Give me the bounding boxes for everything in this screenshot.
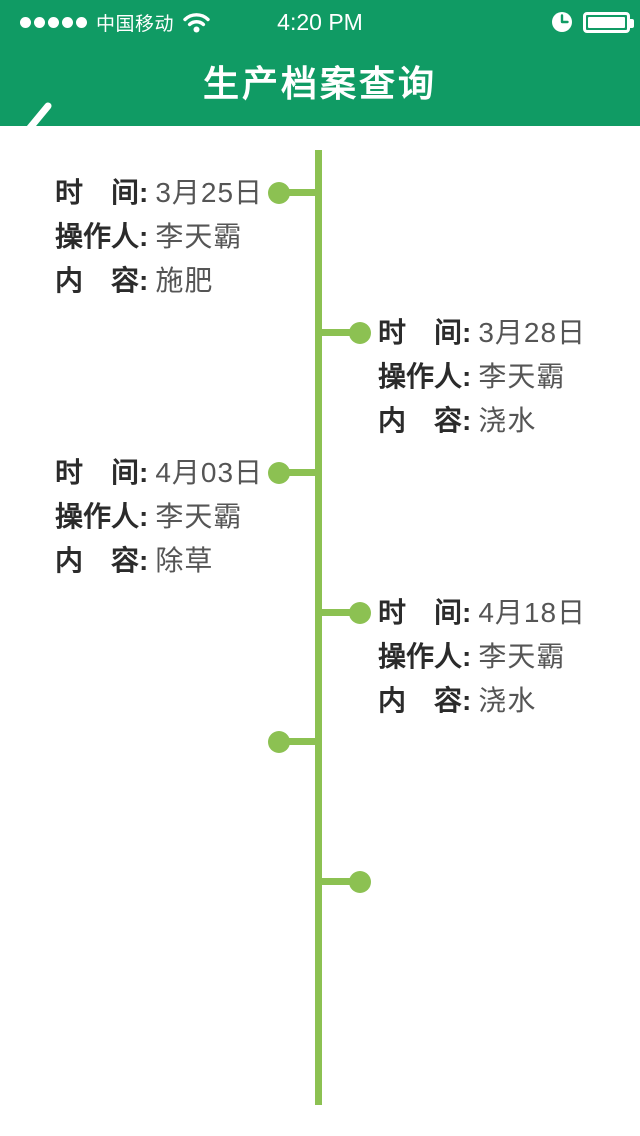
field-value: 李天霸 bbox=[155, 501, 243, 532]
field-value: 李天霸 bbox=[478, 361, 566, 392]
field-label: 时 间: bbox=[55, 177, 149, 208]
signal-dot-icon bbox=[48, 16, 59, 28]
field-value: 李天霸 bbox=[155, 221, 243, 252]
field-value: 3月28日 bbox=[478, 317, 587, 348]
field-value: 4月03日 bbox=[155, 457, 264, 488]
nav-header: 生产档案查询 bbox=[0, 44, 640, 156]
field-label: 操作人: bbox=[378, 641, 472, 672]
status-time: 4:20 PM bbox=[277, 9, 363, 35]
carrier-label: 中国移动 bbox=[96, 13, 175, 35]
timeline-entry: 时 间:4月03日 操作人:李天霸 内 容:除草 bbox=[55, 451, 263, 583]
status-bar: 中国移动 4:20 PM bbox=[0, 0, 640, 44]
status-bar-right bbox=[552, 0, 634, 44]
field-value: 3月25日 bbox=[155, 177, 264, 208]
status-bar-left: 中国移动 bbox=[20, 0, 210, 44]
timeline-connector bbox=[318, 329, 362, 336]
field-value: 浇水 bbox=[478, 685, 537, 716]
timeline-dot bbox=[349, 602, 371, 624]
timeline-row: 操作人:李天霸 bbox=[378, 635, 586, 679]
timeline-row: 时 间:4月18日 bbox=[378, 591, 586, 635]
timeline-row: 时 间:3月28日 bbox=[378, 311, 586, 355]
clock-icon bbox=[552, 12, 572, 32]
field-label: 时 间: bbox=[378, 317, 472, 348]
signal-dot-icon bbox=[76, 16, 87, 28]
timeline-connector bbox=[277, 189, 322, 196]
timeline-entry: 时 间:3月28日 操作人:李天霸 内 容:浇水 bbox=[378, 311, 586, 443]
timeline-connector bbox=[318, 878, 362, 885]
field-label: 内 容: bbox=[378, 685, 472, 716]
timeline-row: 操作人:李天霸 bbox=[378, 355, 586, 399]
timeline-entry: 时 间:3月25日 操作人:李天霸 内 容:施肥 bbox=[55, 171, 263, 303]
timeline-row: 时 间:4月03日 bbox=[55, 451, 263, 495]
field-value: 除草 bbox=[155, 545, 214, 576]
timeline-row: 操作人:李天霸 bbox=[55, 495, 263, 539]
timeline-row: 内 容:浇水 bbox=[378, 679, 586, 723]
timeline-row: 内 容:浇水 bbox=[378, 399, 586, 443]
field-label: 内 容: bbox=[378, 405, 472, 436]
timeline-dot bbox=[268, 731, 290, 753]
timeline: 时 间:3月25日 操作人:李天霸 内 容:施肥 时 间:3月28日 操作人:李… bbox=[0, 126, 640, 1136]
battery-icon bbox=[583, 11, 634, 33]
field-label: 时 间: bbox=[55, 457, 149, 488]
timeline-row: 时 间:3月25日 bbox=[55, 171, 263, 215]
field-label: 操作人: bbox=[378, 361, 472, 392]
page-title: 生产档案查询 bbox=[202, 63, 437, 104]
field-label: 操作人: bbox=[55, 501, 149, 532]
field-label: 操作人: bbox=[55, 221, 149, 252]
field-label: 内 容: bbox=[55, 265, 149, 296]
field-value: 李天霸 bbox=[478, 641, 566, 672]
timeline-row: 内 容:除草 bbox=[55, 539, 263, 583]
timeline-dot bbox=[349, 871, 371, 893]
timeline-row: 操作人:李天霸 bbox=[55, 215, 263, 259]
battery-nub bbox=[630, 18, 634, 28]
timeline-line bbox=[315, 150, 322, 1105]
timeline-connector bbox=[277, 738, 322, 745]
field-value: 4月18日 bbox=[478, 597, 587, 628]
timeline-dot bbox=[268, 182, 290, 204]
signal-dot-icon bbox=[62, 16, 73, 28]
timeline-dot bbox=[349, 322, 371, 344]
signal-dot-icon bbox=[34, 16, 45, 28]
field-label: 时 间: bbox=[378, 597, 472, 628]
signal-dot-icon bbox=[20, 16, 31, 28]
signal-strength-icon bbox=[20, 16, 87, 28]
timeline-connector bbox=[318, 609, 362, 616]
battery-fill bbox=[588, 16, 625, 28]
timeline-connector bbox=[277, 469, 322, 476]
field-value: 浇水 bbox=[478, 405, 537, 436]
timeline-row: 内 容:施肥 bbox=[55, 259, 263, 303]
field-label: 内 容: bbox=[55, 545, 149, 576]
field-value: 施肥 bbox=[155, 265, 214, 296]
wifi-icon bbox=[183, 12, 210, 33]
timeline-dot bbox=[268, 462, 290, 484]
timeline-entry: 时 间:4月18日 操作人:李天霸 内 容:浇水 bbox=[378, 591, 586, 723]
